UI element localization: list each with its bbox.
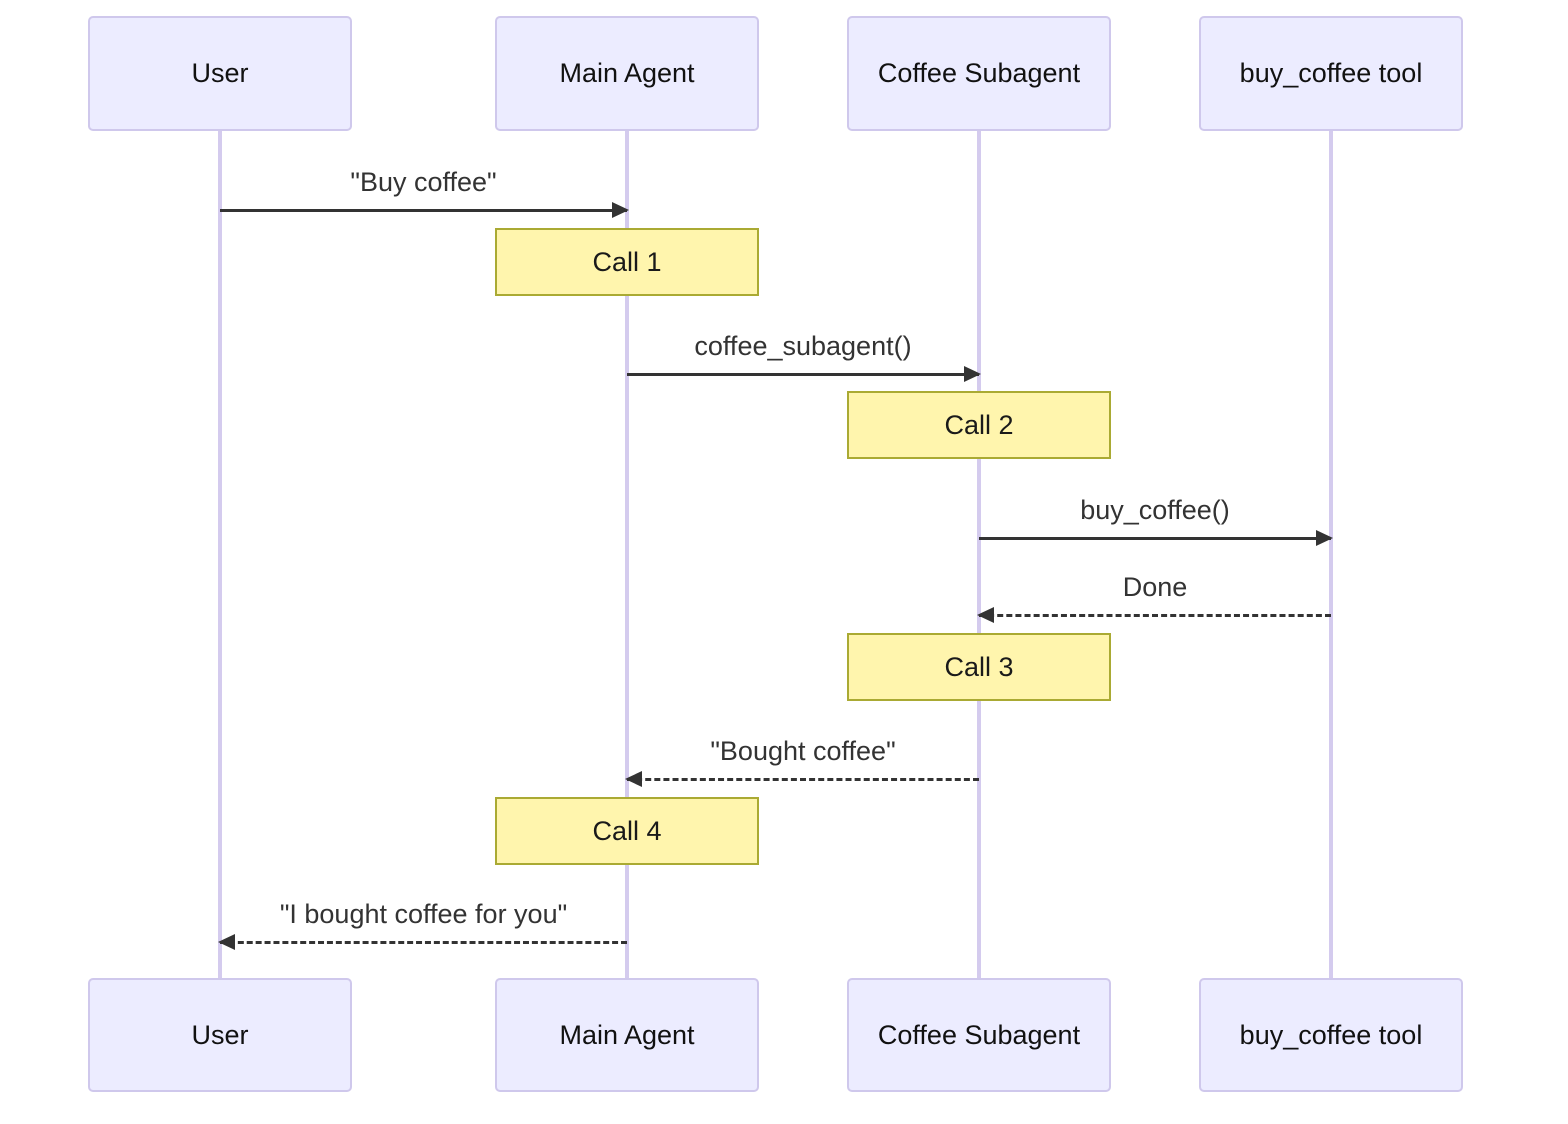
note-call-4: Call 4: [495, 797, 759, 865]
arrowhead-left-icon: [625, 771, 642, 787]
message-done: Done: [977, 571, 1331, 623]
message-label: Done: [1122, 572, 1188, 602]
participant-label: Coffee Subagent: [877, 1019, 1081, 1050]
message-line: [627, 778, 979, 781]
message-line: [979, 537, 1331, 540]
message-label: "Buy coffee": [350, 167, 497, 197]
message-line: [220, 941, 627, 944]
participant-top-coffee-subagent: Coffee Subagent: [847, 16, 1111, 131]
note-call-1: Call 1: [495, 228, 759, 296]
message-buy-coffee-call: buy_coffee(): [979, 494, 1333, 546]
participant-top-user: User: [88, 16, 352, 131]
message-line: [627, 373, 979, 376]
note-call-2: Call 2: [847, 391, 1111, 459]
participant-bottom-user: User: [88, 978, 352, 1092]
note-label: Call 3: [944, 651, 1014, 682]
participant-label: User: [191, 58, 249, 88]
lifeline-main-agent: [625, 131, 629, 978]
message-line: [979, 614, 1331, 617]
message-buy-coffee: "Buy coffee": [220, 166, 629, 218]
arrowhead-right-icon: [612, 202, 629, 218]
message-line: [220, 209, 627, 212]
participant-label: Coffee Subagent: [877, 58, 1081, 88]
message-coffee-subagent-call: coffee_subagent(): [627, 330, 981, 382]
participant-bottom-buy-coffee-tool: buy_coffee tool: [1199, 978, 1463, 1092]
participant-top-buy-coffee-tool: buy_coffee tool: [1199, 16, 1463, 131]
participant-label: User: [191, 1019, 249, 1050]
participant-label: Main Agent: [559, 58, 695, 88]
message-i-bought-coffee-for-you: "I bought coffee for you": [218, 898, 627, 950]
message-label: coffee_subagent(): [694, 331, 912, 361]
participant-label: buy_coffee tool: [1239, 58, 1423, 88]
lifeline-buy-coffee-tool: [1329, 131, 1333, 978]
note-label: Call 2: [944, 409, 1014, 440]
message-label: "I bought coffee for you": [279, 899, 568, 929]
participant-label: Main Agent: [559, 1019, 695, 1050]
lifeline-user: [218, 131, 222, 978]
participant-top-main-agent: Main Agent: [495, 16, 759, 131]
arrowhead-left-icon: [218, 934, 235, 950]
note-label: Call 1: [592, 246, 662, 277]
message-label: "Bought coffee": [710, 736, 896, 766]
note-label: Call 4: [592, 815, 662, 846]
participant-bottom-coffee-subagent: Coffee Subagent: [847, 978, 1111, 1092]
lifeline-coffee-subagent: [977, 131, 981, 978]
message-label: buy_coffee(): [1080, 495, 1230, 525]
arrowhead-right-icon: [1316, 530, 1333, 546]
participant-bottom-main-agent: Main Agent: [495, 978, 759, 1092]
arrowhead-left-icon: [977, 607, 994, 623]
message-bought-coffee: "Bought coffee": [625, 735, 979, 787]
arrowhead-right-icon: [964, 366, 981, 382]
note-call-3: Call 3: [847, 633, 1111, 701]
participant-label: buy_coffee tool: [1239, 1019, 1423, 1050]
